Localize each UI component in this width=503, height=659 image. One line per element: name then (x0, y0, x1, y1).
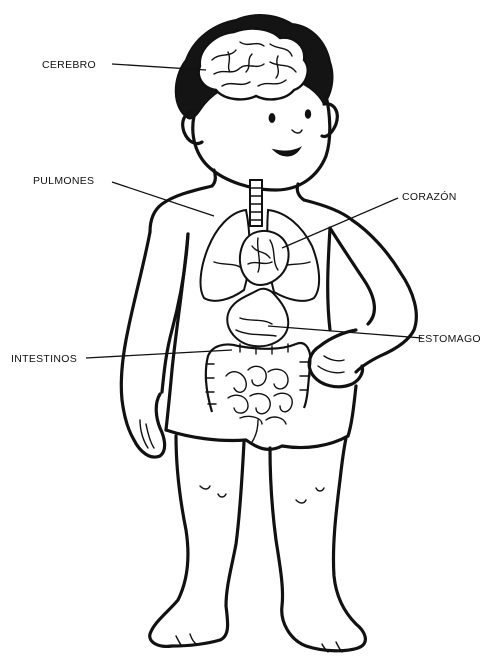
left-knee (200, 486, 226, 497)
heart-leader (282, 198, 398, 248)
right-arm-inner (330, 228, 374, 324)
stomach-label: ESTOMAGO (418, 333, 481, 345)
large-intestine-segments (206, 344, 310, 404)
stomach-organ (227, 289, 288, 347)
lungs-leader (112, 182, 214, 216)
torso-right (328, 228, 330, 330)
brain-label: CEREBRO (42, 59, 96, 71)
shorts-seam (252, 420, 258, 442)
legs (150, 436, 366, 652)
torso-left (166, 234, 188, 430)
right-leg (270, 438, 365, 651)
left-eye (269, 113, 276, 123)
shorts (166, 420, 348, 449)
left-arm (121, 232, 164, 457)
right-arm (352, 220, 416, 372)
shorts-outline (166, 430, 348, 449)
heart-label: CORAZÓN (402, 190, 457, 203)
organs (201, 180, 320, 424)
intestines-label: INTESTINOS (11, 353, 77, 365)
right-hand-fingers (318, 356, 344, 373)
right-hand (309, 330, 362, 387)
brain-organ (199, 29, 308, 100)
nose (292, 130, 302, 133)
small-intestine (226, 366, 292, 424)
torso-right-lower (348, 386, 356, 436)
lungs-label: PULMONES (33, 175, 94, 187)
stomach-leader (268, 326, 422, 338)
left-leg (150, 436, 244, 646)
right-eye (305, 109, 311, 119)
trachea (250, 180, 262, 226)
right-knee (296, 488, 324, 503)
mouth (274, 148, 300, 156)
brain-outline (199, 29, 308, 100)
large-intestine (206, 343, 310, 412)
left-hand-fingers (140, 420, 154, 448)
